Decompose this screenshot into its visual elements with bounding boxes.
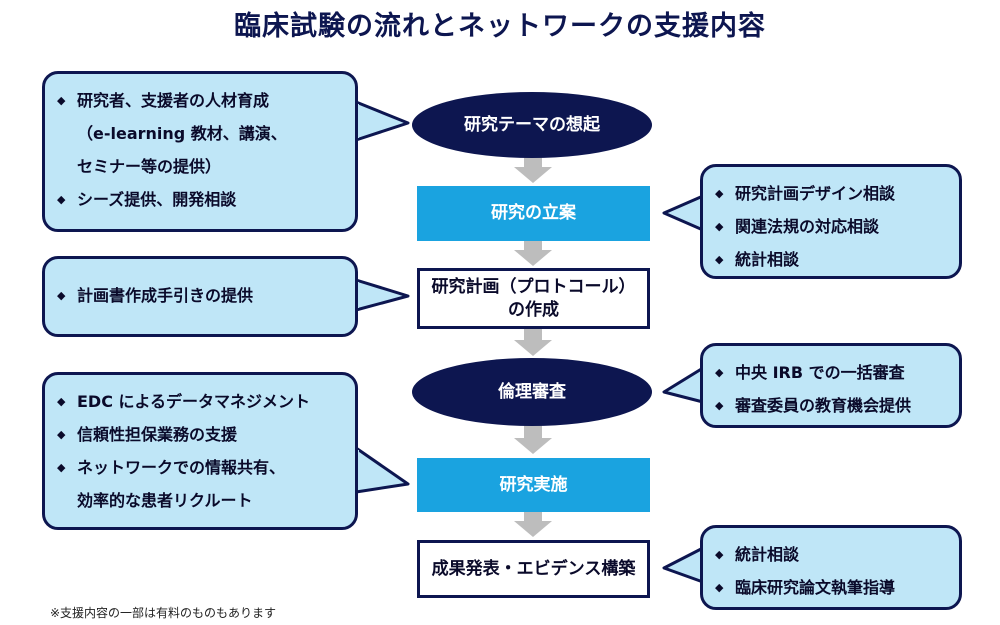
arrow-down-4 bbox=[514, 424, 552, 454]
support-item-cont: セミナー等の提供） bbox=[77, 157, 222, 176]
flow-step-label: 研究テーマの想起 bbox=[464, 114, 600, 135]
flow-step-label: 倫理審査 bbox=[498, 381, 566, 402]
diamond-bullet-icon: ◆ bbox=[57, 193, 66, 206]
tail-right2 bbox=[662, 366, 705, 404]
flow-step-theme: 研究テーマの想起 bbox=[412, 92, 652, 158]
support-item: ◆中央 IRB での一括審査 bbox=[715, 356, 947, 389]
diamond-bullet-icon: ◆ bbox=[715, 366, 724, 379]
support-item: ◆信頼性担保業務の支援 bbox=[57, 418, 343, 451]
support-item: ◆研究計画デザイン相談 bbox=[715, 177, 947, 210]
support-item: ◆関連法規の対応相談 bbox=[715, 210, 947, 243]
diamond-bullet-icon: ◆ bbox=[57, 461, 66, 474]
arrow-down-5 bbox=[514, 508, 552, 537]
support-bubble-right-3: ◆統計相談 ◆臨床研究論文執筆指導 bbox=[700, 525, 962, 610]
arrow-down-1 bbox=[514, 153, 552, 183]
support-item: ◆シーズ提供、開発相談 bbox=[57, 183, 343, 216]
support-item: ◆臨床研究論文執筆指導 bbox=[715, 571, 947, 604]
flow-step-label: 研究の立案 bbox=[491, 203, 576, 224]
page-title: 臨床試験の流れとネットワークの支援内容 bbox=[234, 11, 766, 42]
arrow-down-2 bbox=[514, 237, 552, 266]
tail-left2 bbox=[354, 278, 410, 312]
support-item: ◆研究者、支援者の人材育成 bbox=[57, 84, 343, 117]
footnote: ※支援内容の一部は有料のものもあります bbox=[50, 606, 277, 620]
tail-left1 bbox=[354, 100, 410, 142]
support-item: ◆統計相談 bbox=[715, 538, 947, 571]
support-item: ◆計画書作成手引きの提供 bbox=[57, 279, 343, 312]
tail-left3 bbox=[354, 446, 410, 494]
flow-step-label: 成果発表・エビデンス構築 bbox=[431, 558, 636, 579]
support-item: ◆ネットワークでの情報共有、 bbox=[57, 451, 343, 484]
support-item-cont: 効率的な患者リクルート bbox=[77, 491, 253, 510]
diamond-bullet-icon: ◆ bbox=[57, 289, 66, 302]
diamond-bullet-icon: ◆ bbox=[57, 395, 66, 408]
support-item: ◆統計相談 bbox=[715, 243, 947, 276]
diamond-bullet-icon: ◆ bbox=[715, 187, 724, 200]
support-item-cont: （e-learning 教材、講演、 bbox=[77, 124, 287, 143]
arrow-down-3 bbox=[514, 326, 552, 356]
flow-step-execution: 研究実施 bbox=[417, 458, 650, 512]
support-bubble-right-1: ◆研究計画デザイン相談 ◆関連法規の対応相談 ◆統計相談 bbox=[700, 164, 962, 279]
diamond-bullet-icon: ◆ bbox=[715, 548, 724, 561]
bubble-tails bbox=[354, 100, 705, 584]
support-bubble-left-2: ◆計画書作成手引きの提供 bbox=[42, 256, 358, 337]
flow-step-publication: 成果発表・エビデンス構築 bbox=[417, 540, 650, 598]
flow-step-label: 研究実施 bbox=[499, 474, 568, 495]
support-bubble-right-2: ◆中央 IRB での一括審査 ◆審査委員の教育機会提供 bbox=[700, 343, 962, 428]
flow-arrows bbox=[514, 153, 552, 537]
diamond-bullet-icon: ◆ bbox=[57, 94, 66, 107]
flow-step-protocol: 研究計画（プロトコール） の作成 bbox=[417, 268, 650, 329]
support-bubble-left-1: ◆研究者、支援者の人材育成 （e-learning 教材、講演、 セミナー等の提… bbox=[42, 71, 358, 232]
flow-step-ethics-review: 倫理審査 bbox=[412, 358, 652, 426]
tail-right1 bbox=[662, 194, 705, 232]
flow-step-planning: 研究の立案 bbox=[417, 186, 650, 241]
support-bubble-left-3: ◆EDC によるデータマネジメント ◆信頼性担保業務の支援 ◆ネットワークでの情… bbox=[42, 372, 358, 530]
support-item: ◆審査委員の教育機会提供 bbox=[715, 389, 947, 422]
diamond-bullet-icon: ◆ bbox=[715, 399, 724, 412]
diamond-bullet-icon: ◆ bbox=[57, 428, 66, 441]
tail-right3 bbox=[662, 546, 705, 584]
diamond-bullet-icon: ◆ bbox=[715, 220, 724, 233]
flow-step-label: 研究計画（プロトコール） bbox=[431, 277, 636, 298]
diamond-bullet-icon: ◆ bbox=[715, 253, 724, 266]
diamond-bullet-icon: ◆ bbox=[715, 581, 724, 594]
flow-step-label: の作成 bbox=[508, 299, 559, 320]
support-item: ◆EDC によるデータマネジメント bbox=[57, 385, 343, 418]
